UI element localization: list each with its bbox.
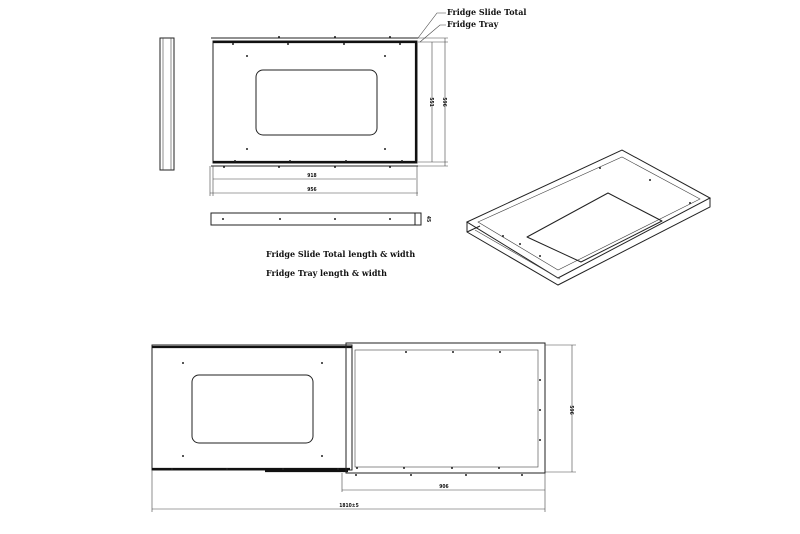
dim-1810: 1810±5 [339, 503, 358, 509]
dim-bottom-596: 596 [568, 405, 574, 414]
note-tray-dims: Fridge Tray length & width [266, 268, 387, 278]
bottom-view-dimensions: 596 906 1810±5 [151, 344, 576, 512]
dim-551: 551 [428, 97, 434, 106]
dim-918: 918 [307, 173, 316, 179]
dim-956: 956 [307, 187, 316, 193]
callouts: Fridge Slide Total Fridge Tray [417, 7, 526, 43]
side-view: 45 [210, 212, 431, 226]
dim-906: 906 [439, 484, 448, 490]
dim-596: 596 [441, 97, 447, 106]
top-view-dimensions: 918 956 551 596 [209, 37, 448, 196]
end-view [159, 37, 175, 171]
note-slide-total-dims: Fridge Slide Total length & width [266, 249, 415, 259]
bottom-view-extended [151, 342, 546, 476]
top-view-slide [211, 36, 418, 168]
callout-tray: Fridge Tray [447, 19, 499, 29]
callout-slide-total: Fridge Slide Total [447, 7, 526, 17]
dim-45: 45 [425, 216, 431, 222]
isometric-view [465, 149, 712, 286]
